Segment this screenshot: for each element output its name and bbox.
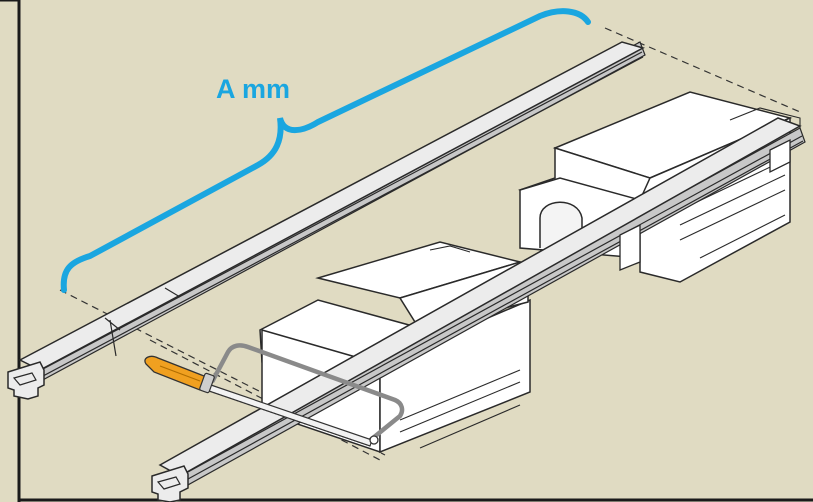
dimension-label: A mm xyxy=(216,74,290,104)
mounted-rail xyxy=(151,117,806,502)
dimension-brace xyxy=(60,8,591,293)
saw-frame xyxy=(210,343,405,444)
saw-wing-nut xyxy=(369,435,379,445)
rail-end-profile-left xyxy=(7,361,45,400)
rear-enclosure-box xyxy=(518,91,801,283)
hacksaw xyxy=(144,343,405,447)
loose-rail xyxy=(7,41,646,400)
rail-end-profile-front xyxy=(151,465,189,502)
